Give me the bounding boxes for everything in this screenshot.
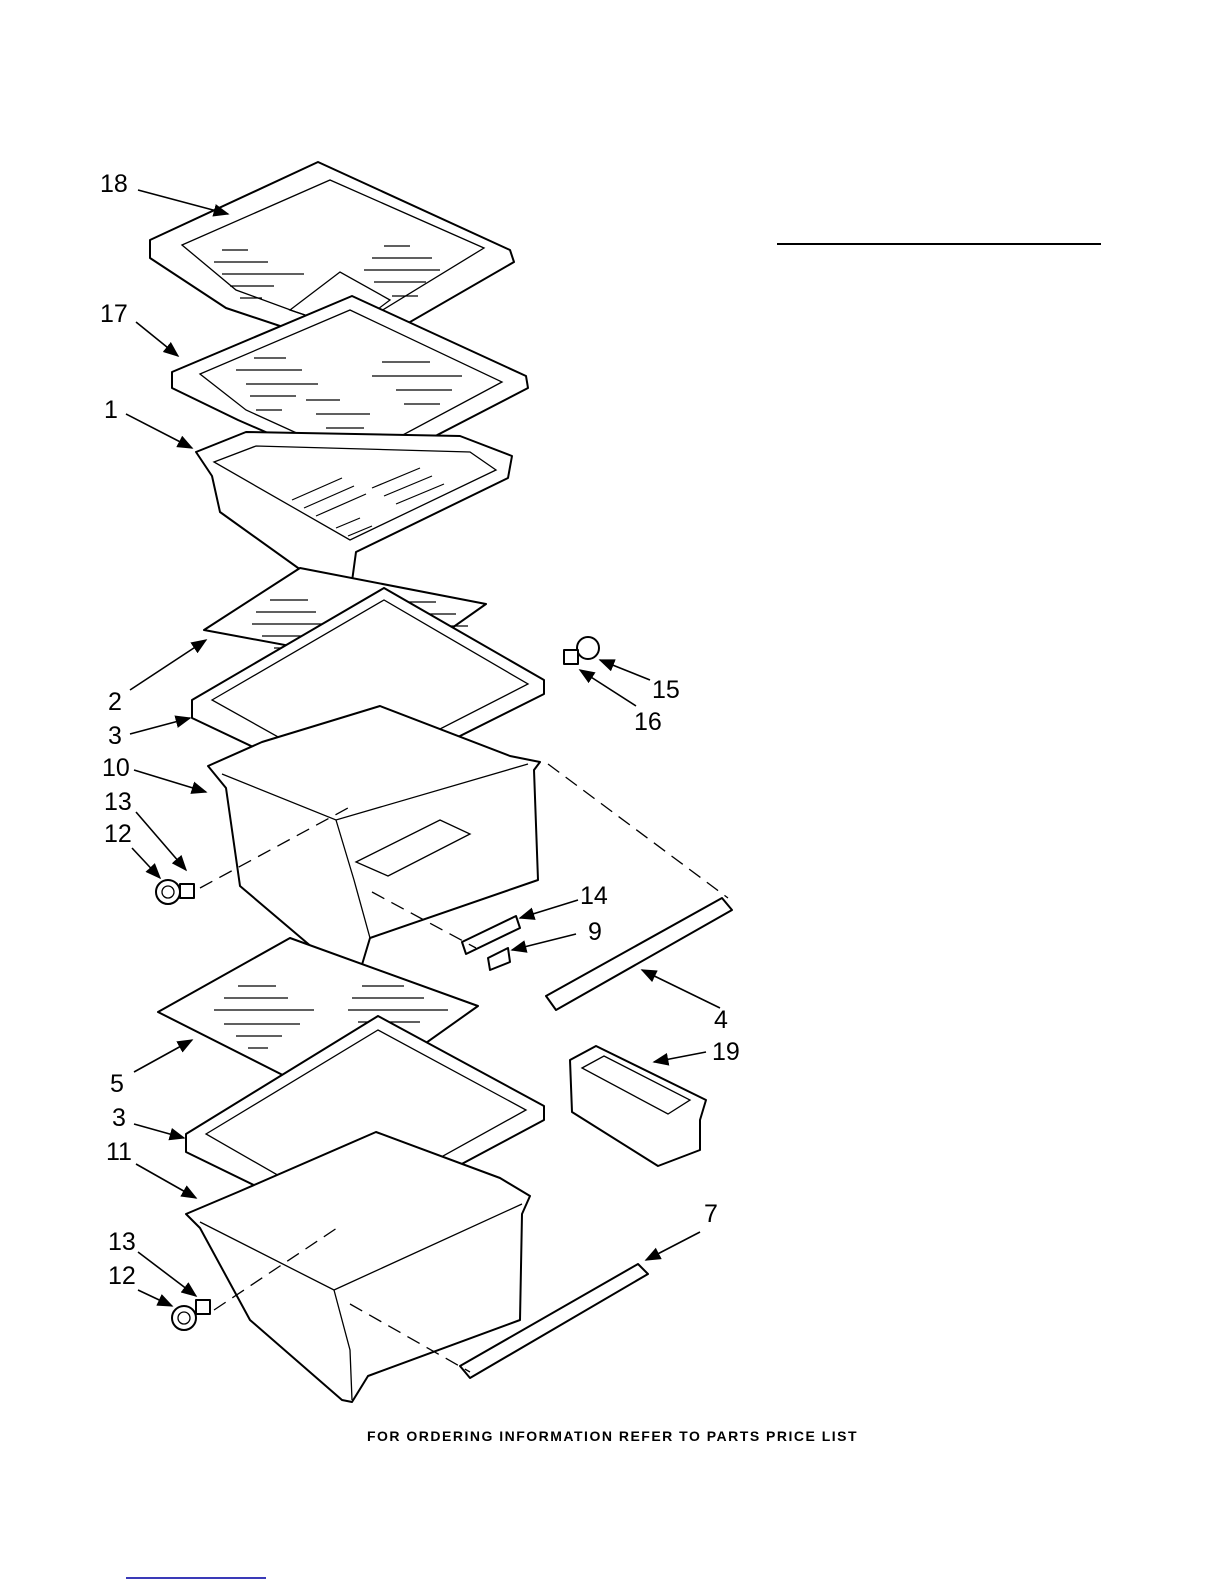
- callout-15: 15: [652, 676, 680, 704]
- callout-10: 10: [102, 754, 130, 782]
- callout-11: 11: [106, 1138, 132, 1166]
- callout-14: 14: [580, 882, 608, 910]
- page-link-underline: [126, 1577, 266, 1579]
- callout-9: 9: [588, 918, 602, 946]
- callout-13-lower: 13: [108, 1228, 136, 1256]
- callout-12-upper: 12: [104, 820, 132, 848]
- callout-18: 18: [100, 170, 128, 198]
- callout-2: 2: [108, 688, 122, 716]
- callout-17: 17: [100, 300, 128, 328]
- callout-7: 7: [704, 1200, 718, 1228]
- callout-13-upper: 13: [104, 788, 132, 816]
- part-15-16-knob: [564, 637, 599, 664]
- callout-12-lower: 12: [108, 1262, 136, 1290]
- callout-5: 5: [110, 1070, 124, 1098]
- callout-4: 4: [714, 1006, 728, 1034]
- callout-19: 19: [712, 1038, 740, 1066]
- callout-1: 1: [104, 396, 118, 424]
- callout-3-lower: 3: [112, 1104, 126, 1132]
- part-19-bin: [570, 1046, 706, 1166]
- part-12-13-knob-lower: [172, 1300, 210, 1330]
- part-14-9-slide: [462, 916, 520, 970]
- part-1-pan: [196, 432, 512, 598]
- part-4-trim: [546, 898, 732, 1010]
- part-12-13-knob-upper: [156, 880, 194, 904]
- ordering-info-footer: FOR ORDERING INFORMATION REFER TO PARTS …: [0, 1428, 1225, 1444]
- callout-3-upper: 3: [108, 722, 122, 750]
- callout-16: 16: [634, 708, 662, 736]
- title-underline: [777, 243, 1101, 245]
